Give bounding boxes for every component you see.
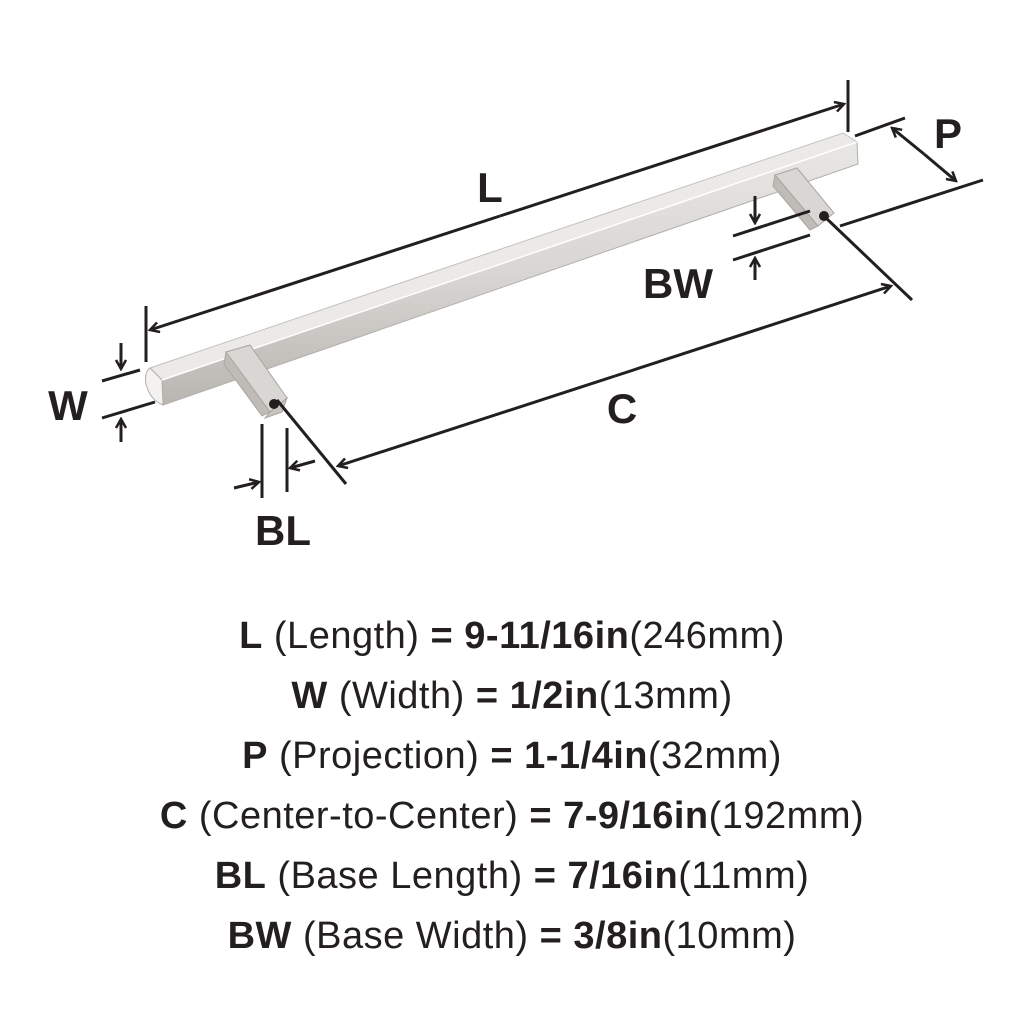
label-l: L xyxy=(477,164,503,211)
label-w: W xyxy=(48,382,88,429)
spec-abbr: W xyxy=(291,675,328,717)
spec-metric: (246mm) xyxy=(629,615,785,657)
spec-name: (Center-to-Center) xyxy=(198,795,519,837)
spec-width: W (Width) = 1/2in(13mm) xyxy=(0,666,1024,726)
spec-eq: = xyxy=(529,795,553,837)
spec-abbr: C xyxy=(159,795,188,837)
spec-eq: = xyxy=(475,675,499,717)
spec-imperial: 7/16in xyxy=(567,855,679,897)
spec-abbr: P xyxy=(242,735,268,777)
spec-name: (Length) xyxy=(273,615,420,657)
spec-eq: = xyxy=(539,915,563,957)
spec-eq: = xyxy=(430,615,454,657)
label-c: C xyxy=(607,385,637,432)
spec-projection: P (Projection) = 1-1/4in(32mm) xyxy=(0,726,1024,786)
spec-imperial: 9-11/16in xyxy=(464,615,630,657)
spec-metric: (13mm) xyxy=(598,675,733,717)
spec-metric: (192mm) xyxy=(708,795,865,837)
spec-metric: (10mm) xyxy=(662,915,797,957)
spec-abbr: L xyxy=(239,615,263,657)
spec-abbr: BW xyxy=(227,915,292,957)
spec-center-to-center: C (Center-to-Center) = 7-9/16in(192mm) xyxy=(0,786,1024,846)
label-bl: BL xyxy=(255,507,311,554)
spec-name: (Projection) xyxy=(279,735,480,777)
spec-metric: (32mm) xyxy=(648,735,782,777)
spec-list: L (Length) = 9-11/16in(246mm) W (Width) … xyxy=(0,606,1024,966)
spec-imperial: 3/8in xyxy=(573,915,663,957)
label-p: P xyxy=(934,110,962,157)
spec-abbr: BL xyxy=(214,855,267,897)
spec-name: (Base Width) xyxy=(302,915,529,957)
spec-base-width: BW (Base Width) = 3/8in(10mm) xyxy=(0,906,1024,966)
spec-metric: (11mm) xyxy=(678,855,810,897)
spec-name: (Base Length) xyxy=(277,855,523,897)
spec-name: (Width) xyxy=(338,675,465,717)
spec-eq: = xyxy=(533,855,557,897)
spec-imperial: 1/2in xyxy=(509,675,599,717)
spec-imperial: 1-1/4in xyxy=(524,735,649,777)
handle-bar xyxy=(145,132,859,406)
spec-eq: = xyxy=(490,735,514,777)
label-bw: BW xyxy=(643,260,713,307)
left-post xyxy=(223,344,289,420)
dimension-lines xyxy=(101,80,984,498)
spec-length: L (Length) = 9-11/16in(246mm) xyxy=(0,606,1024,666)
pull-diagram: L P BW W C BL xyxy=(48,80,984,554)
right-post xyxy=(772,167,835,231)
spec-base-length: BL (Base Length) = 7/16in(11mm) xyxy=(0,846,1024,906)
spec-imperial: 7-9/16in xyxy=(563,795,709,837)
